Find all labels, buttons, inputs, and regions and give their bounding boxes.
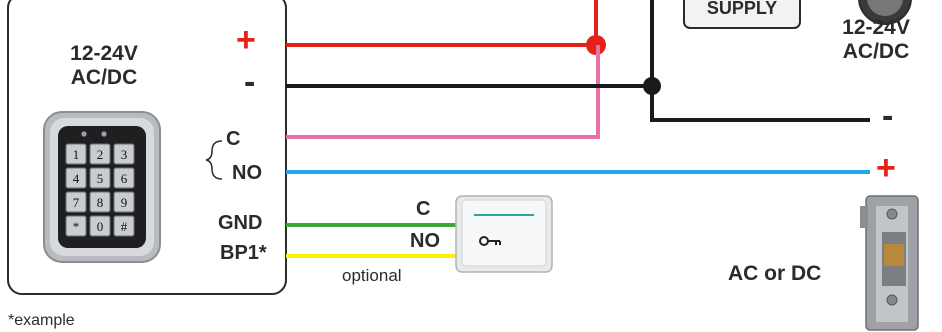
lock-image xyxy=(860,195,919,331)
terminal-bp1-label: BP1* xyxy=(220,242,267,264)
supply-minus-label: - xyxy=(882,97,894,135)
exit-button-image xyxy=(455,195,553,273)
terminal-c-label: C xyxy=(226,128,241,150)
keypad-key-label: 1 xyxy=(73,147,80,162)
keypad-key xyxy=(113,143,135,165)
button-c-label: C xyxy=(416,198,431,220)
terminal-minus-label: - xyxy=(244,63,256,101)
power-supply-label: SUPPLY xyxy=(706,0,778,18)
keypad-key-label: 4 xyxy=(73,171,80,186)
terminal-gnd-label: GND xyxy=(218,212,263,234)
power-supply-box xyxy=(683,0,801,29)
red-plus-wire xyxy=(286,0,598,47)
key-icon xyxy=(479,236,501,246)
keypad-key xyxy=(65,143,87,165)
keypad-key xyxy=(113,215,135,237)
footnote: *example xyxy=(8,312,75,329)
terminal-no-label: NO xyxy=(232,162,262,184)
keypad-key xyxy=(89,215,111,237)
controller-current-type: AC/DC xyxy=(70,66,138,89)
supply-voltage: 12-24V xyxy=(842,16,910,39)
controller-voltage: 12-24V xyxy=(70,42,138,65)
keypad-key xyxy=(89,143,111,165)
power-supply-terminal-inner xyxy=(867,0,903,16)
black-junction xyxy=(643,77,661,95)
lock-current-label: AC or DC xyxy=(728,262,822,285)
optional-label: optional xyxy=(342,266,402,285)
keypad-key-label: 8 xyxy=(97,195,104,210)
supply-current-type: AC/DC xyxy=(842,40,910,63)
keypad-key xyxy=(65,167,87,189)
keypad-key xyxy=(113,191,135,213)
black-supply-wire xyxy=(650,0,870,122)
keypad-key-label: 0 xyxy=(97,219,104,234)
keypad-key xyxy=(65,191,87,213)
keypad-image: 1 2 3 4 5 6 7 8 9 * 0 # xyxy=(43,111,161,263)
keypad-key xyxy=(113,167,135,189)
keypad-key xyxy=(65,215,87,237)
keypad-key-label: 6 xyxy=(121,171,128,186)
keypad-key xyxy=(89,167,111,189)
keypad-key-label: # xyxy=(121,219,128,234)
keypad-key-label: 5 xyxy=(97,171,104,186)
keypad-key-label: 7 xyxy=(73,195,80,210)
keypad-key-label: 9 xyxy=(121,195,128,210)
terminal-plus-label: + xyxy=(236,21,256,59)
button-no-label: NO xyxy=(410,230,440,252)
keypad-key-label: * xyxy=(73,219,80,234)
keypad-key-label: 2 xyxy=(97,147,104,162)
c-no-brace xyxy=(205,140,223,180)
pink-c-wire xyxy=(286,45,600,139)
keypad-key xyxy=(89,191,111,213)
keypad-key-label: 3 xyxy=(121,147,128,162)
lock-plus-label: + xyxy=(876,149,896,187)
